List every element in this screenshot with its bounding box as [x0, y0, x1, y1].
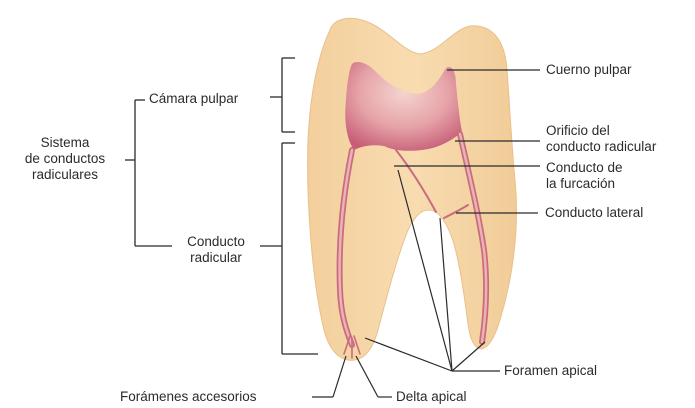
leader-foramenes-acc: [333, 356, 346, 397]
label-conducto-radicular: Conducto radicular: [170, 234, 262, 266]
bracket-sistema: [125, 100, 172, 246]
label-sistema-line-1: Sistema: [8, 135, 122, 151]
leader-foramen-3: [452, 342, 485, 371]
leader-delta: [356, 356, 378, 397]
label-foramen-apical: Foramen apical: [504, 363, 597, 379]
label-sistema-line-2: de conductos: [8, 151, 122, 167]
label-orificio: Orificio del conducto radicular: [546, 123, 656, 155]
label-foramenes-accesorios: Forámenes accesorios: [120, 389, 257, 405]
bracket-camara: [270, 58, 295, 132]
label-sistema-line-3: radiculares: [8, 167, 122, 183]
label-delta-apical: Delta apical: [396, 389, 467, 405]
label-camara-pulpar: Cámara pulpar: [149, 91, 238, 107]
leader-foramen-4: [365, 338, 452, 371]
label-cuerno-pulpar: Cuerno pulpar: [546, 62, 632, 78]
label-sistema: Sistema de conductos radiculares: [8, 135, 122, 183]
label-conducto-furcacion: Conducto de la furcación: [546, 160, 623, 192]
label-conducto-lateral: Conducto lateral: [545, 205, 643, 221]
